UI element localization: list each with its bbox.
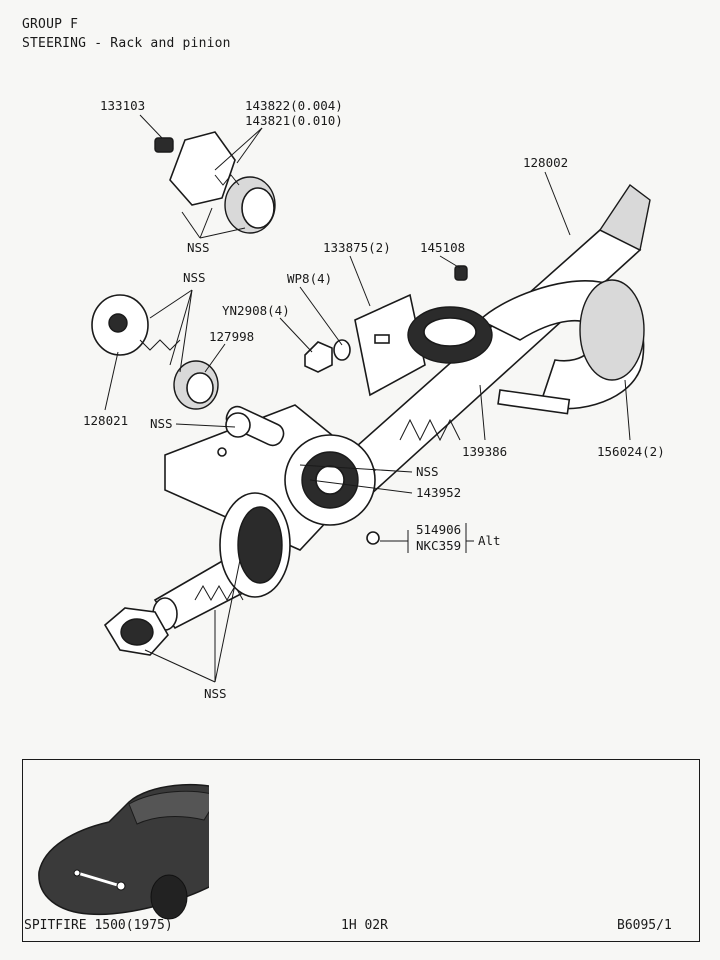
callout-133875: 133875(2)	[323, 240, 391, 255]
callout-127998: 127998	[209, 329, 254, 344]
section-title: STEERING - Rack and pinion	[22, 36, 231, 51]
leader-lines	[104, 114, 631, 683]
callout-139386: 139386	[462, 444, 507, 459]
callout-nss-left: NSS	[183, 270, 206, 285]
callout-143952: 143952	[416, 485, 461, 500]
callout-156024: 156024(2)	[597, 444, 665, 459]
u-bolt-clamp-drawing	[478, 279, 645, 415]
rubber-mounting-drawing	[407, 306, 493, 364]
callout-514906: 514906	[416, 522, 461, 537]
callout-wp8: WP8(4)	[287, 271, 332, 286]
callout-yn2908: YN2908(4)	[222, 303, 290, 318]
bolt-washer-drawing	[304, 339, 351, 373]
callout-nss-mid: NSS	[416, 464, 439, 479]
group-heading: GROUP F	[22, 17, 79, 32]
mounting-bracket-drawing	[354, 293, 426, 397]
locknut-drawing	[103, 607, 169, 656]
callout-133103: 133103	[100, 98, 145, 113]
page-reference: 1H 02R	[341, 918, 388, 933]
pinion-shaft-drawing	[225, 405, 285, 447]
callout-labels: 133103 143822(0.004) 143821(0.010) NSS 1…	[83, 98, 665, 701]
callout-143821: 143821(0.010)	[245, 113, 343, 128]
callout-145108: 145108	[420, 240, 465, 255]
pinion-housing-drawing	[164, 404, 377, 551]
callout-128021: 128021	[83, 413, 128, 428]
plate-number: B6095/1	[617, 918, 672, 933]
yoke-assembly-drawing	[91, 294, 219, 410]
callout-alt: Alt	[478, 533, 501, 548]
vehicle-location-inset	[22, 759, 700, 942]
callout-143822: 143822(0.004)	[245, 98, 343, 113]
exploded-steering-diagram: 133103 143822(0.004) 143821(0.010) NSS 1…	[83, 98, 665, 701]
callout-nss-pinion: NSS	[150, 416, 173, 431]
callout-nss-top: NSS	[187, 240, 210, 255]
small-plug-drawing	[366, 265, 468, 545]
plunger-assembly-drawing	[154, 131, 276, 234]
model-caption: SPITFIRE 1500(1975)	[24, 918, 173, 933]
car-silhouette-drawing	[38, 783, 209, 920]
callout-nss-bottom: NSS	[204, 686, 227, 701]
callout-128002: 128002	[523, 155, 568, 170]
callout-nkc359: NKC359	[416, 538, 461, 553]
rack-end-drawing	[152, 492, 291, 631]
